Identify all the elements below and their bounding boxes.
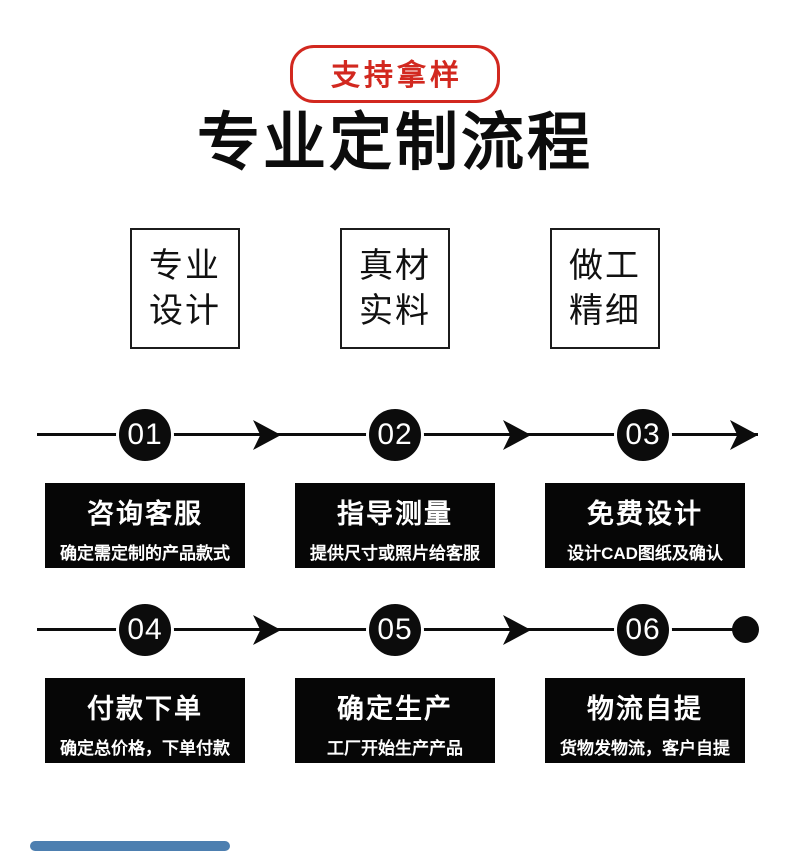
step-title: 指导测量 — [337, 499, 453, 529]
step-title: 咨询客服 — [87, 499, 203, 529]
flow-row-1: 01 02 03 — [0, 406, 790, 466]
feature-box-professional-design: 专业 设计 — [130, 228, 240, 349]
step-description: 工厂开始生产产品 — [327, 739, 463, 758]
step-box-logistics-pickup: 物流自提 货物发物流，客户自提 — [545, 678, 745, 763]
step-circle-05: 05 — [366, 601, 424, 659]
feature-text-line: 真材 — [359, 246, 431, 285]
step-circle-03: 03 — [614, 406, 672, 464]
step-title: 免费设计 — [587, 499, 703, 529]
step-description: 确定需定制的产品款式 — [60, 544, 230, 563]
horizontal-scrollbar-thumb[interactable] — [30, 841, 230, 851]
step-description: 设计CAD图纸及确认 — [567, 544, 723, 563]
feature-box-genuine-materials: 真材 实料 — [340, 228, 450, 349]
step-circle-04: 04 — [116, 601, 174, 659]
feature-box-fine-workmanship: 做工 精细 — [550, 228, 660, 349]
feature-text-line: 精细 — [569, 291, 641, 330]
step-title: 确定生产 — [337, 694, 453, 724]
step-box-confirm-production: 确定生产 工厂开始生产产品 — [295, 678, 495, 763]
step-label-row-1: 咨询客服 确定需定制的产品款式 指导测量 提供尺寸或照片给客服 免费设计 设计C… — [0, 483, 790, 568]
step-title: 物流自提 — [587, 694, 703, 724]
step-box-free-design: 免费设计 设计CAD图纸及确认 — [545, 483, 745, 568]
step-description: 货物发物流，客户自提 — [560, 739, 730, 758]
feature-text-line: 设计 — [149, 291, 221, 330]
step-circle-01: 01 — [116, 406, 174, 464]
step-label-row-2: 付款下单 确定总价格，下单付款 确定生产 工厂开始生产产品 物流自提 货物发物流… — [0, 678, 790, 763]
flow-end-dot — [732, 616, 759, 643]
feature-text-line: 实料 — [359, 291, 431, 330]
step-box-consult-service: 咨询客服 确定需定制的产品款式 — [45, 483, 245, 568]
step-title: 付款下单 — [87, 694, 203, 724]
flow-row-2: 04 05 06 — [0, 601, 790, 661]
feature-text-line: 做工 — [569, 246, 641, 285]
step-circle-02: 02 — [366, 406, 424, 464]
step-box-pay-order: 付款下单 确定总价格，下单付款 — [45, 678, 245, 763]
page-title: 专业定制流程 — [197, 108, 593, 178]
step-box-guided-measurement: 指导测量 提供尺寸或照片给客服 — [295, 483, 495, 568]
step-description: 确定总价格，下单付款 — [60, 739, 230, 758]
sample-support-badge: 支持拿样 — [289, 45, 501, 103]
step-description: 提供尺寸或照片给客服 — [310, 544, 480, 563]
feature-box-row: 专业 设计 真材 实料 做工 精细 — [0, 228, 790, 349]
feature-text-line: 专业 — [149, 246, 221, 285]
step-circle-06: 06 — [614, 601, 672, 659]
